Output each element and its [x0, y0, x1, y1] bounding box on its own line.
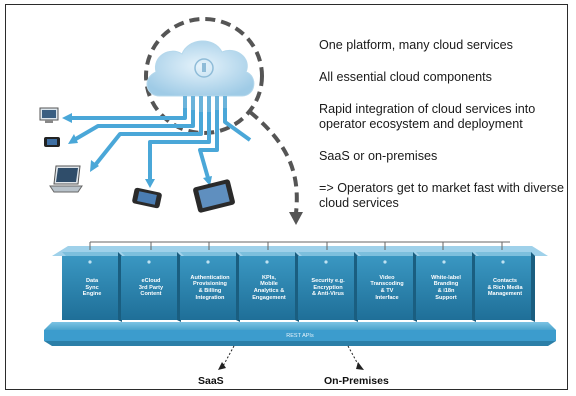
- key-point-4: SaaS or on-premises: [319, 149, 438, 163]
- cloud-icon: [146, 40, 255, 112]
- module-label-contacts: Contacts & Rich Media Management: [487, 278, 523, 298]
- key-points-list: One platform, many cloud services All es…: [319, 38, 569, 228]
- desktop-icon: [39, 107, 59, 123]
- on-premises-label: On-Premises: [324, 375, 389, 387]
- phone-icon: [44, 137, 60, 147]
- rest-api-bar-label: REST APIs: [286, 333, 314, 339]
- laptop-icon: [49, 165, 83, 193]
- module-blocks: [62, 252, 535, 322]
- module-label-authentication: Authentication Provisioning & Billing In…: [190, 274, 230, 301]
- module-label-kpis: KPIs, Mobile Analytics & Engagement: [252, 274, 286, 301]
- tablet-icon: [193, 179, 235, 213]
- module-label-ecloud: eCloud 3rd Party Content: [138, 278, 164, 298]
- module-label-video: Video Transcoding & TV Interface: [370, 274, 404, 301]
- dashed-focus-circle: [144, 17, 264, 135]
- dashed-connection-arrow: [248, 110, 299, 214]
- module-block-5: [298, 252, 358, 322]
- module-block-3: [180, 252, 240, 322]
- module-block-2: [121, 252, 181, 322]
- distribution-arrows: [70, 108, 252, 180]
- key-point-3: Rapid integration of cloud services into…: [319, 102, 536, 131]
- deployment-pointers: [221, 345, 361, 369]
- module-block-4: [239, 252, 299, 322]
- module-block-1: [62, 252, 122, 322]
- module-block-8: [475, 252, 535, 322]
- module-label-data-sync: Data Sync Engine: [82, 278, 102, 298]
- module-label-security: Security e.g. Encryption & Anti-Virus: [311, 278, 345, 298]
- key-point-5: => Operators get to market fast with div…: [319, 181, 564, 210]
- slide-frame: [5, 4, 568, 390]
- module-block-7: [416, 252, 476, 322]
- smartphone-icon: [132, 187, 162, 209]
- key-point-1: One platform, many cloud services: [319, 38, 513, 52]
- module-label-white-label: White-label Branding & i18n Support: [431, 274, 461, 301]
- key-point-2: All essential cloud components: [319, 70, 492, 84]
- saas-label: SaaS: [198, 375, 224, 387]
